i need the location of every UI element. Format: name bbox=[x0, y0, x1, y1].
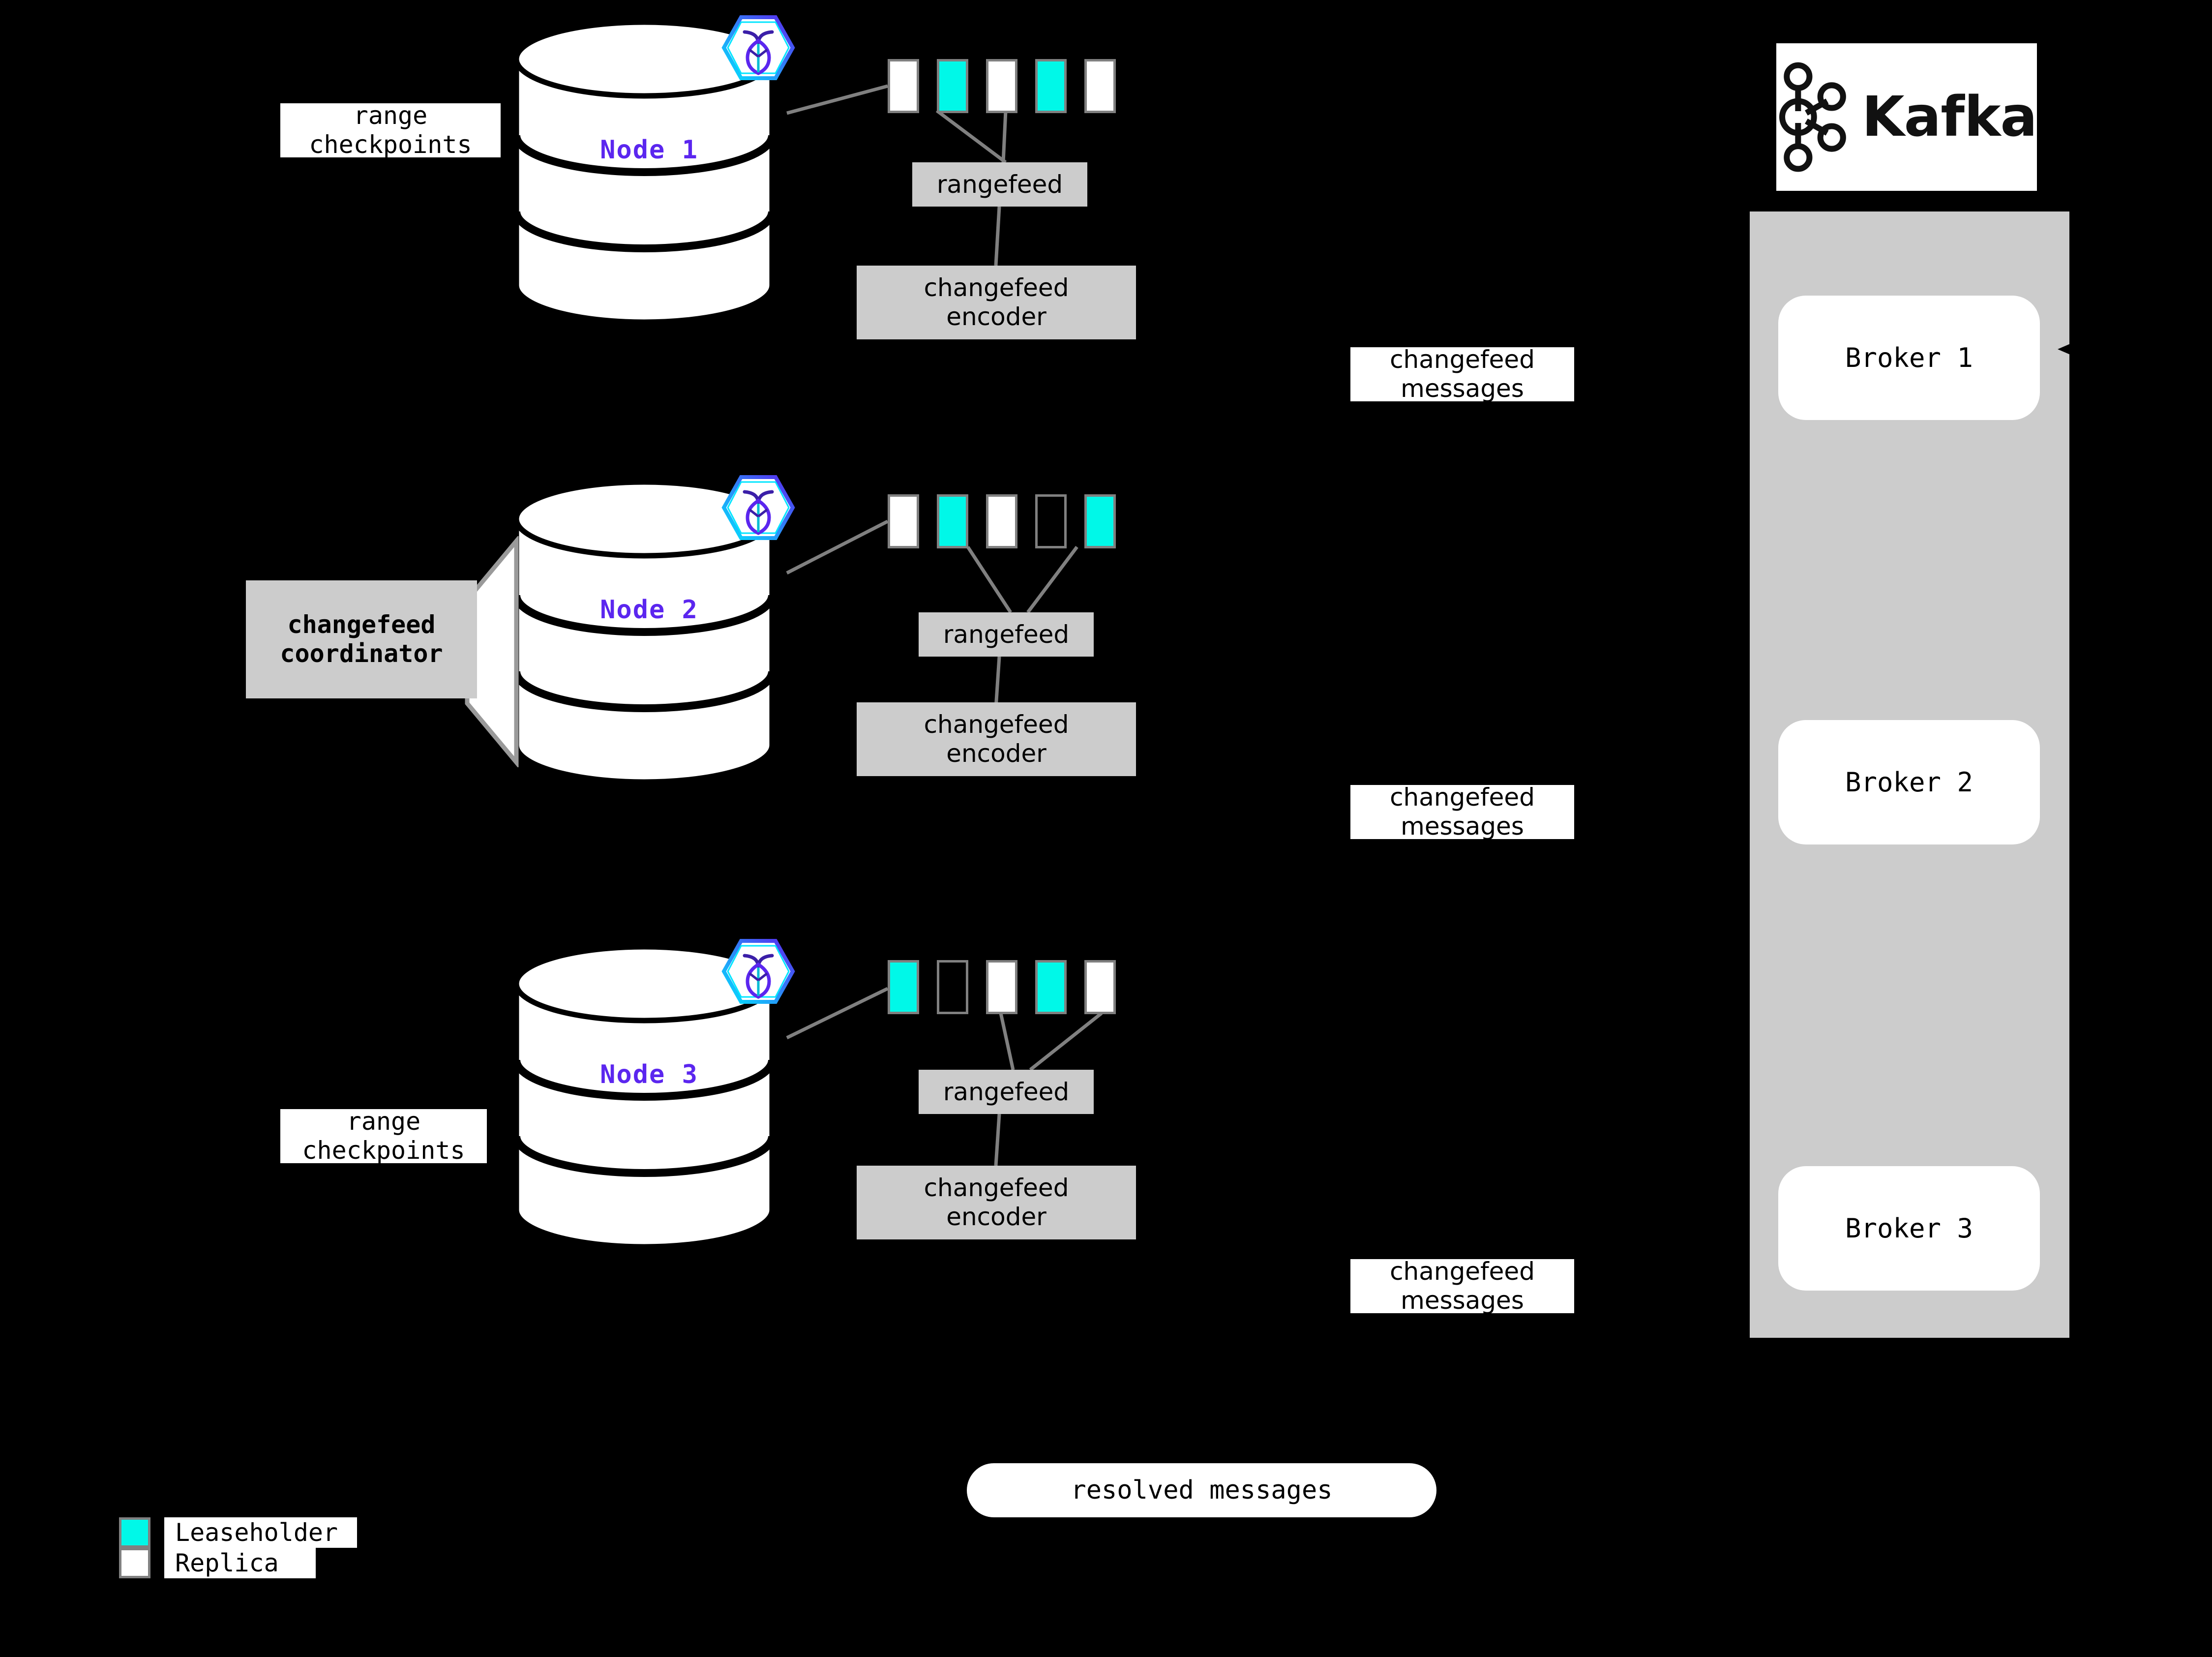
legend-label-replica: Replica bbox=[164, 1548, 316, 1578]
range-cell-leaseholder[interactable] bbox=[937, 59, 968, 113]
node-1-changefeed-encoder-box[interactable]: changefeed encoder bbox=[857, 266, 1136, 339]
node-3-range-checkpoints-label: range checkpoints bbox=[280, 1109, 487, 1163]
node-3-cylinder bbox=[512, 944, 776, 1250]
changefeed-coordinator-box[interactable]: changefeed coordinator bbox=[246, 580, 477, 698]
node-2-label: Node 2 bbox=[600, 595, 698, 625]
node-2-cylinder bbox=[512, 479, 776, 785]
legend-item-replica: Replica bbox=[119, 1548, 357, 1578]
range-cell-leaseholder[interactable] bbox=[1035, 59, 1067, 113]
range-cell-empty[interactable] bbox=[937, 960, 968, 1014]
node-2-rangefeed-box[interactable]: rangefeed bbox=[919, 612, 1094, 657]
node-3-group: Node 3 bbox=[511, 939, 787, 1254]
range-cell-leaseholder[interactable] bbox=[1035, 960, 1067, 1014]
node-1-label: Node 1 bbox=[600, 135, 698, 165]
node-3-rangefeed-box[interactable]: rangefeed bbox=[919, 1070, 1094, 1114]
node-1-range-checkpoints-label: range checkpoints bbox=[280, 103, 501, 157]
cockroachdb-hexagon-icon bbox=[721, 15, 795, 80]
range-cell-leaseholder[interactable] bbox=[1084, 494, 1116, 548]
changefeed-messages-label-1: changefeed messages bbox=[1350, 345, 1574, 403]
range-cell-leaseholder[interactable] bbox=[888, 960, 919, 1014]
range-cell-replica[interactable] bbox=[986, 59, 1017, 113]
range-cell-replica[interactable] bbox=[1084, 960, 1116, 1014]
kafka-wordmark: Kafka bbox=[1861, 85, 2037, 149]
changefeed-messages-label-3: changefeed messages bbox=[1350, 1257, 1574, 1315]
range-cell-replica[interactable] bbox=[986, 960, 1017, 1014]
range-cell-empty[interactable] bbox=[1035, 494, 1067, 548]
node-2-ranges bbox=[888, 494, 1134, 548]
node-2-group: Node 2 bbox=[511, 475, 787, 789]
legend-item-leaseholder: Leaseholder bbox=[119, 1517, 357, 1548]
resolved-messages-pill: resolved messages bbox=[967, 1463, 1436, 1517]
broker-1[interactable]: Broker 1 bbox=[1778, 296, 2040, 420]
changefeed-messages-label-2: changefeed messages bbox=[1350, 783, 1574, 841]
range-cell-replica[interactable] bbox=[888, 59, 919, 113]
range-cell-leaseholder[interactable] bbox=[937, 494, 968, 548]
range-cell-replica[interactable] bbox=[986, 494, 1017, 548]
broker-2[interactable]: Broker 2 bbox=[1778, 720, 2040, 844]
kafka-inbound-arrow-icon bbox=[2058, 340, 2078, 358]
broker-3[interactable]: Broker 3 bbox=[1778, 1166, 2040, 1291]
legend-label-leaseholder: Leaseholder bbox=[164, 1517, 357, 1548]
node-1-group: Node 1 bbox=[511, 15, 787, 330]
legend-swatch-leaseholder bbox=[119, 1517, 150, 1548]
node-3-label: Node 3 bbox=[600, 1060, 698, 1089]
kafka-node-graph-icon bbox=[1779, 62, 1846, 172]
node-3-ranges bbox=[888, 960, 1134, 1014]
node-2-changefeed-encoder-box[interactable]: changefeed encoder bbox=[857, 702, 1136, 776]
node-1-cylinder bbox=[512, 19, 776, 325]
node-3-changefeed-encoder-box[interactable]: changefeed encoder bbox=[857, 1166, 1136, 1239]
legend: Leaseholder Replica bbox=[119, 1517, 357, 1578]
node-1-ranges bbox=[888, 59, 1134, 113]
node-1-rangefeed-box[interactable]: rangefeed bbox=[912, 162, 1087, 207]
kafka-logo: Kafka bbox=[1776, 43, 2037, 191]
cockroachdb-hexagon-icon bbox=[721, 939, 795, 1004]
legend-swatch-replica bbox=[119, 1548, 150, 1578]
range-cell-replica[interactable] bbox=[1084, 59, 1116, 113]
cockroachdb-hexagon-icon bbox=[721, 475, 795, 540]
range-cell-replica[interactable] bbox=[888, 494, 919, 548]
